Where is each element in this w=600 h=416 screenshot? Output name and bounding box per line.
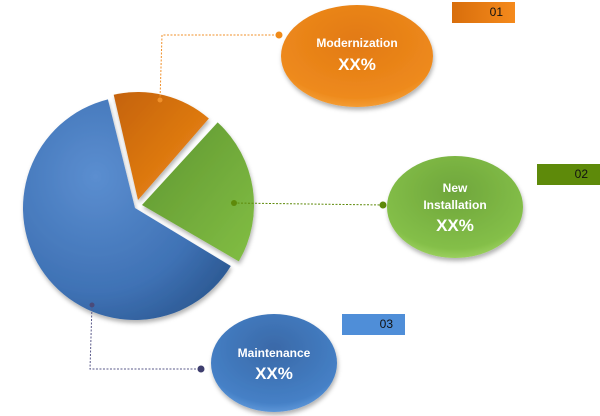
- bubble-modernization: Modernization XX%: [281, 5, 433, 107]
- bubble-value: XX%: [436, 216, 474, 235]
- bubble-value: XX%: [255, 364, 293, 383]
- connector-maintenance: [89, 302, 205, 373]
- pie-slice-modernization: [113, 92, 209, 200]
- bubble-new-installation: New Installation XX%: [387, 156, 523, 258]
- bubble-label-line2: Installation: [423, 198, 486, 212]
- bubble-value: XX%: [338, 55, 376, 74]
- bubble-label: Maintenance: [238, 346, 311, 360]
- bubble-label-line1: New: [443, 181, 468, 195]
- connector-new-installation: [231, 200, 387, 209]
- pie-slice-maintenance: [22, 99, 231, 321]
- bubble-maintenance: Maintenance XX%: [211, 314, 337, 412]
- pie-slice-new-installation: [142, 122, 254, 262]
- number-tag-02: 02: [537, 164, 600, 185]
- bubble-label: Modernization: [316, 36, 397, 50]
- connector-modernization: [157, 31, 283, 103]
- number-tag-03: 03: [342, 314, 405, 335]
- number-tag-01: 01: [452, 2, 515, 23]
